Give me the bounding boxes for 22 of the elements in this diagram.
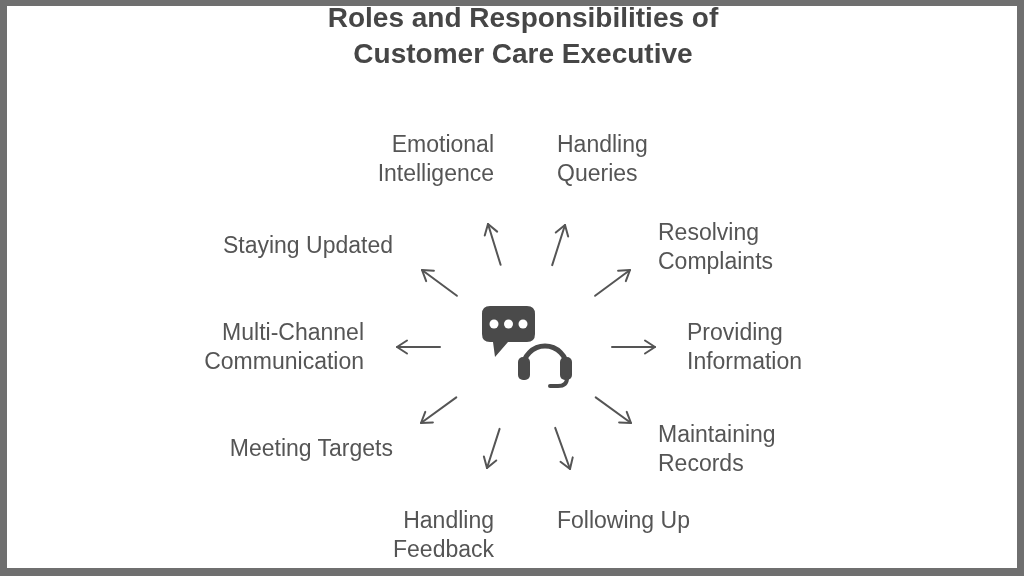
responsibility-label: Staying Updated bbox=[222, 231, 393, 260]
responsibility-label: Multi-Channel Communication bbox=[204, 318, 364, 376]
responsibility-label: Providing Information bbox=[687, 318, 803, 376]
title: Roles and Responsibilities of Customer Care Executive bbox=[326, 6, 720, 71]
arrow bbox=[420, 396, 458, 424]
arrow bbox=[611, 339, 656, 355]
responsibility-label: Resolving Complaints bbox=[658, 218, 774, 276]
responsibility-label: Handling Feedback bbox=[393, 506, 494, 564]
responsibility-label: Handling Queries bbox=[557, 130, 648, 188]
arrow bbox=[594, 269, 631, 297]
arrow bbox=[483, 223, 502, 266]
responsibility-label: Maintaining Records bbox=[658, 420, 776, 478]
responsibility-label: Emotional Intelligence bbox=[377, 130, 494, 188]
arrow bbox=[551, 224, 570, 267]
responsibility-label: Following Up bbox=[557, 506, 690, 535]
arrow bbox=[396, 339, 441, 355]
chat-headset-icon bbox=[481, 305, 573, 389]
arrow bbox=[594, 396, 632, 424]
arrow bbox=[554, 426, 574, 470]
responsibility-label: Meeting Targets bbox=[229, 434, 393, 463]
arrow bbox=[482, 427, 501, 469]
arrow bbox=[421, 269, 458, 297]
